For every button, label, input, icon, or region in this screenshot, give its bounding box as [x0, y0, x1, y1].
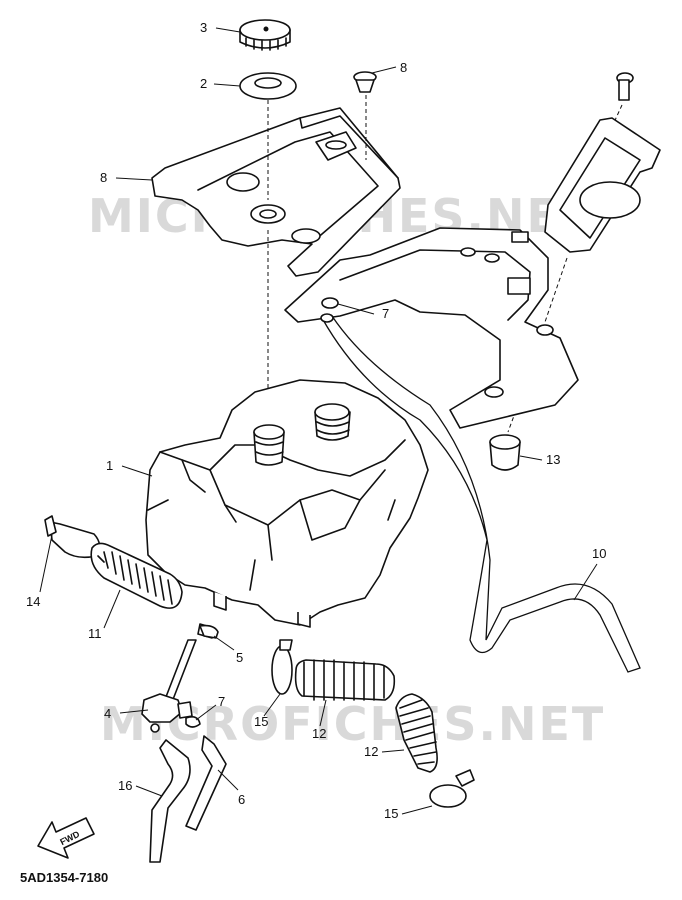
callout-14: 14 [26, 594, 40, 609]
callout-13: 13 [546, 452, 560, 467]
part-fuel-hose-6 [185, 735, 227, 831]
part-bracket-bolt [616, 72, 634, 101]
callout-4: 4 [104, 706, 111, 721]
part-mounting-bracket [284, 227, 579, 429]
part-corrugated-hose-12-lower [395, 693, 438, 773]
part-breather-hose [320, 313, 641, 673]
part-hose-clip-7 [321, 297, 339, 309]
part-corrugated-hose-12-middle [294, 659, 396, 701]
callout-16: 16 [118, 778, 132, 793]
part-fuel-cap [239, 19, 291, 51]
callout-7-lower: 7 [218, 694, 225, 709]
part-seat-bracket [544, 117, 661, 253]
callout-8: 8 [100, 170, 107, 185]
part-grommet-13 [489, 324, 554, 471]
callout-15-upper: 15 [254, 714, 268, 729]
callout-15-lower: 15 [384, 806, 398, 821]
callout-10: 10 [592, 546, 606, 561]
part-clip-5 [199, 624, 219, 639]
part-tank-cover [151, 107, 401, 277]
part-screw-9 [353, 71, 377, 93]
callout-7-top: 7 [382, 306, 389, 321]
callout-11: 11 [88, 626, 102, 641]
part-corrugated-hose-11 [90, 542, 183, 609]
leader-lines [39, 27, 598, 815]
callout-2: 2 [200, 76, 207, 91]
part-hose-clamp-15-upper [271, 639, 293, 695]
part-hose-clamp-15-lower [429, 769, 475, 808]
fwd-arrow-icon: FWD [37, 817, 95, 859]
callout-9: 8 [400, 60, 407, 75]
callout-12-lower: 12 [364, 744, 378, 759]
callout-5: 5 [236, 650, 243, 665]
part-hose-clip-7-lower [185, 716, 201, 728]
part-cap-gasket [239, 72, 297, 100]
diagram-code: 5AD1354-7180 [20, 870, 108, 885]
callout-12-middle: 12 [312, 726, 326, 741]
part-fuel-hose-16 [149, 739, 191, 863]
callout-1: 1 [106, 458, 113, 473]
part-fuel-tank [145, 379, 429, 628]
callout-3: 3 [200, 20, 207, 35]
callouts: 3 2 8 8 7 1 13 10 14 11 5 4 7 15 12 12 6… [26, 20, 606, 821]
callout-6: 6 [238, 792, 245, 807]
